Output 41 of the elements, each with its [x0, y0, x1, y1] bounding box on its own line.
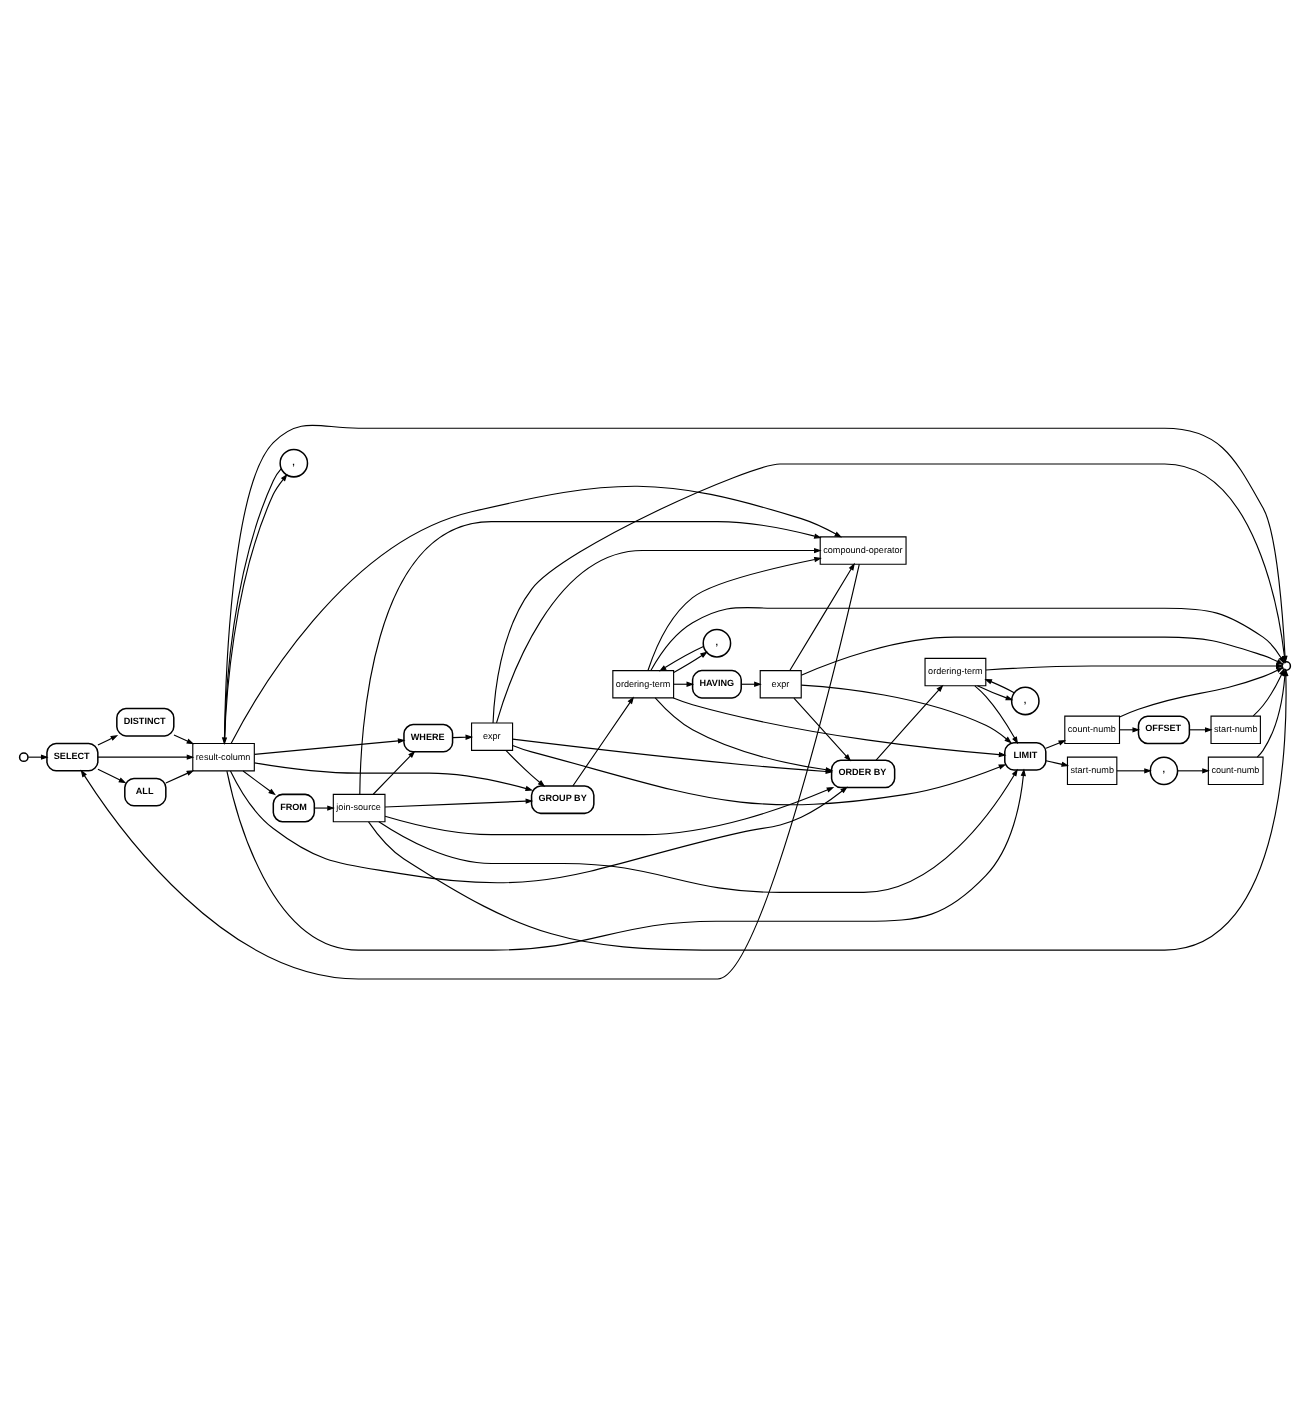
arrow	[976, 685, 1014, 701]
arrow	[242, 770, 276, 796]
arrow	[495, 547, 822, 724]
arrow	[253, 738, 406, 755]
arrow	[313, 805, 335, 811]
arrow	[1045, 740, 1067, 749]
arrow	[1177, 768, 1210, 774]
arrow	[80, 563, 860, 980]
arrow	[800, 636, 1284, 676]
arrow	[800, 684, 1012, 744]
arrow	[97, 754, 195, 760]
arrow	[1252, 667, 1285, 717]
arrow	[1119, 666, 1284, 718]
arrow	[647, 556, 822, 671]
arrow	[875, 684, 944, 761]
arrow	[173, 734, 195, 745]
arrow	[97, 735, 119, 746]
arrow	[985, 663, 1284, 671]
arrow	[974, 685, 1019, 745]
arrow	[658, 645, 704, 672]
arrow	[1116, 768, 1152, 774]
arrow	[673, 651, 708, 673]
arrow	[97, 768, 127, 784]
arrow	[572, 696, 635, 787]
arrow	[372, 750, 416, 795]
arrow	[1045, 760, 1070, 767]
arrow	[672, 697, 1007, 758]
arrow	[650, 607, 1285, 672]
arrow	[384, 786, 835, 836]
arrow	[253, 762, 534, 791]
arrow	[384, 798, 534, 808]
arrow	[984, 678, 1015, 694]
arrow	[512, 744, 1007, 806]
arrow	[359, 521, 822, 795]
node-circle	[1281, 661, 1292, 671]
arrow	[505, 750, 546, 787]
arrow	[165, 770, 195, 784]
node-circle	[18, 752, 29, 763]
arrow	[793, 697, 852, 762]
arrow	[789, 562, 855, 671]
arrow	[230, 485, 843, 744]
